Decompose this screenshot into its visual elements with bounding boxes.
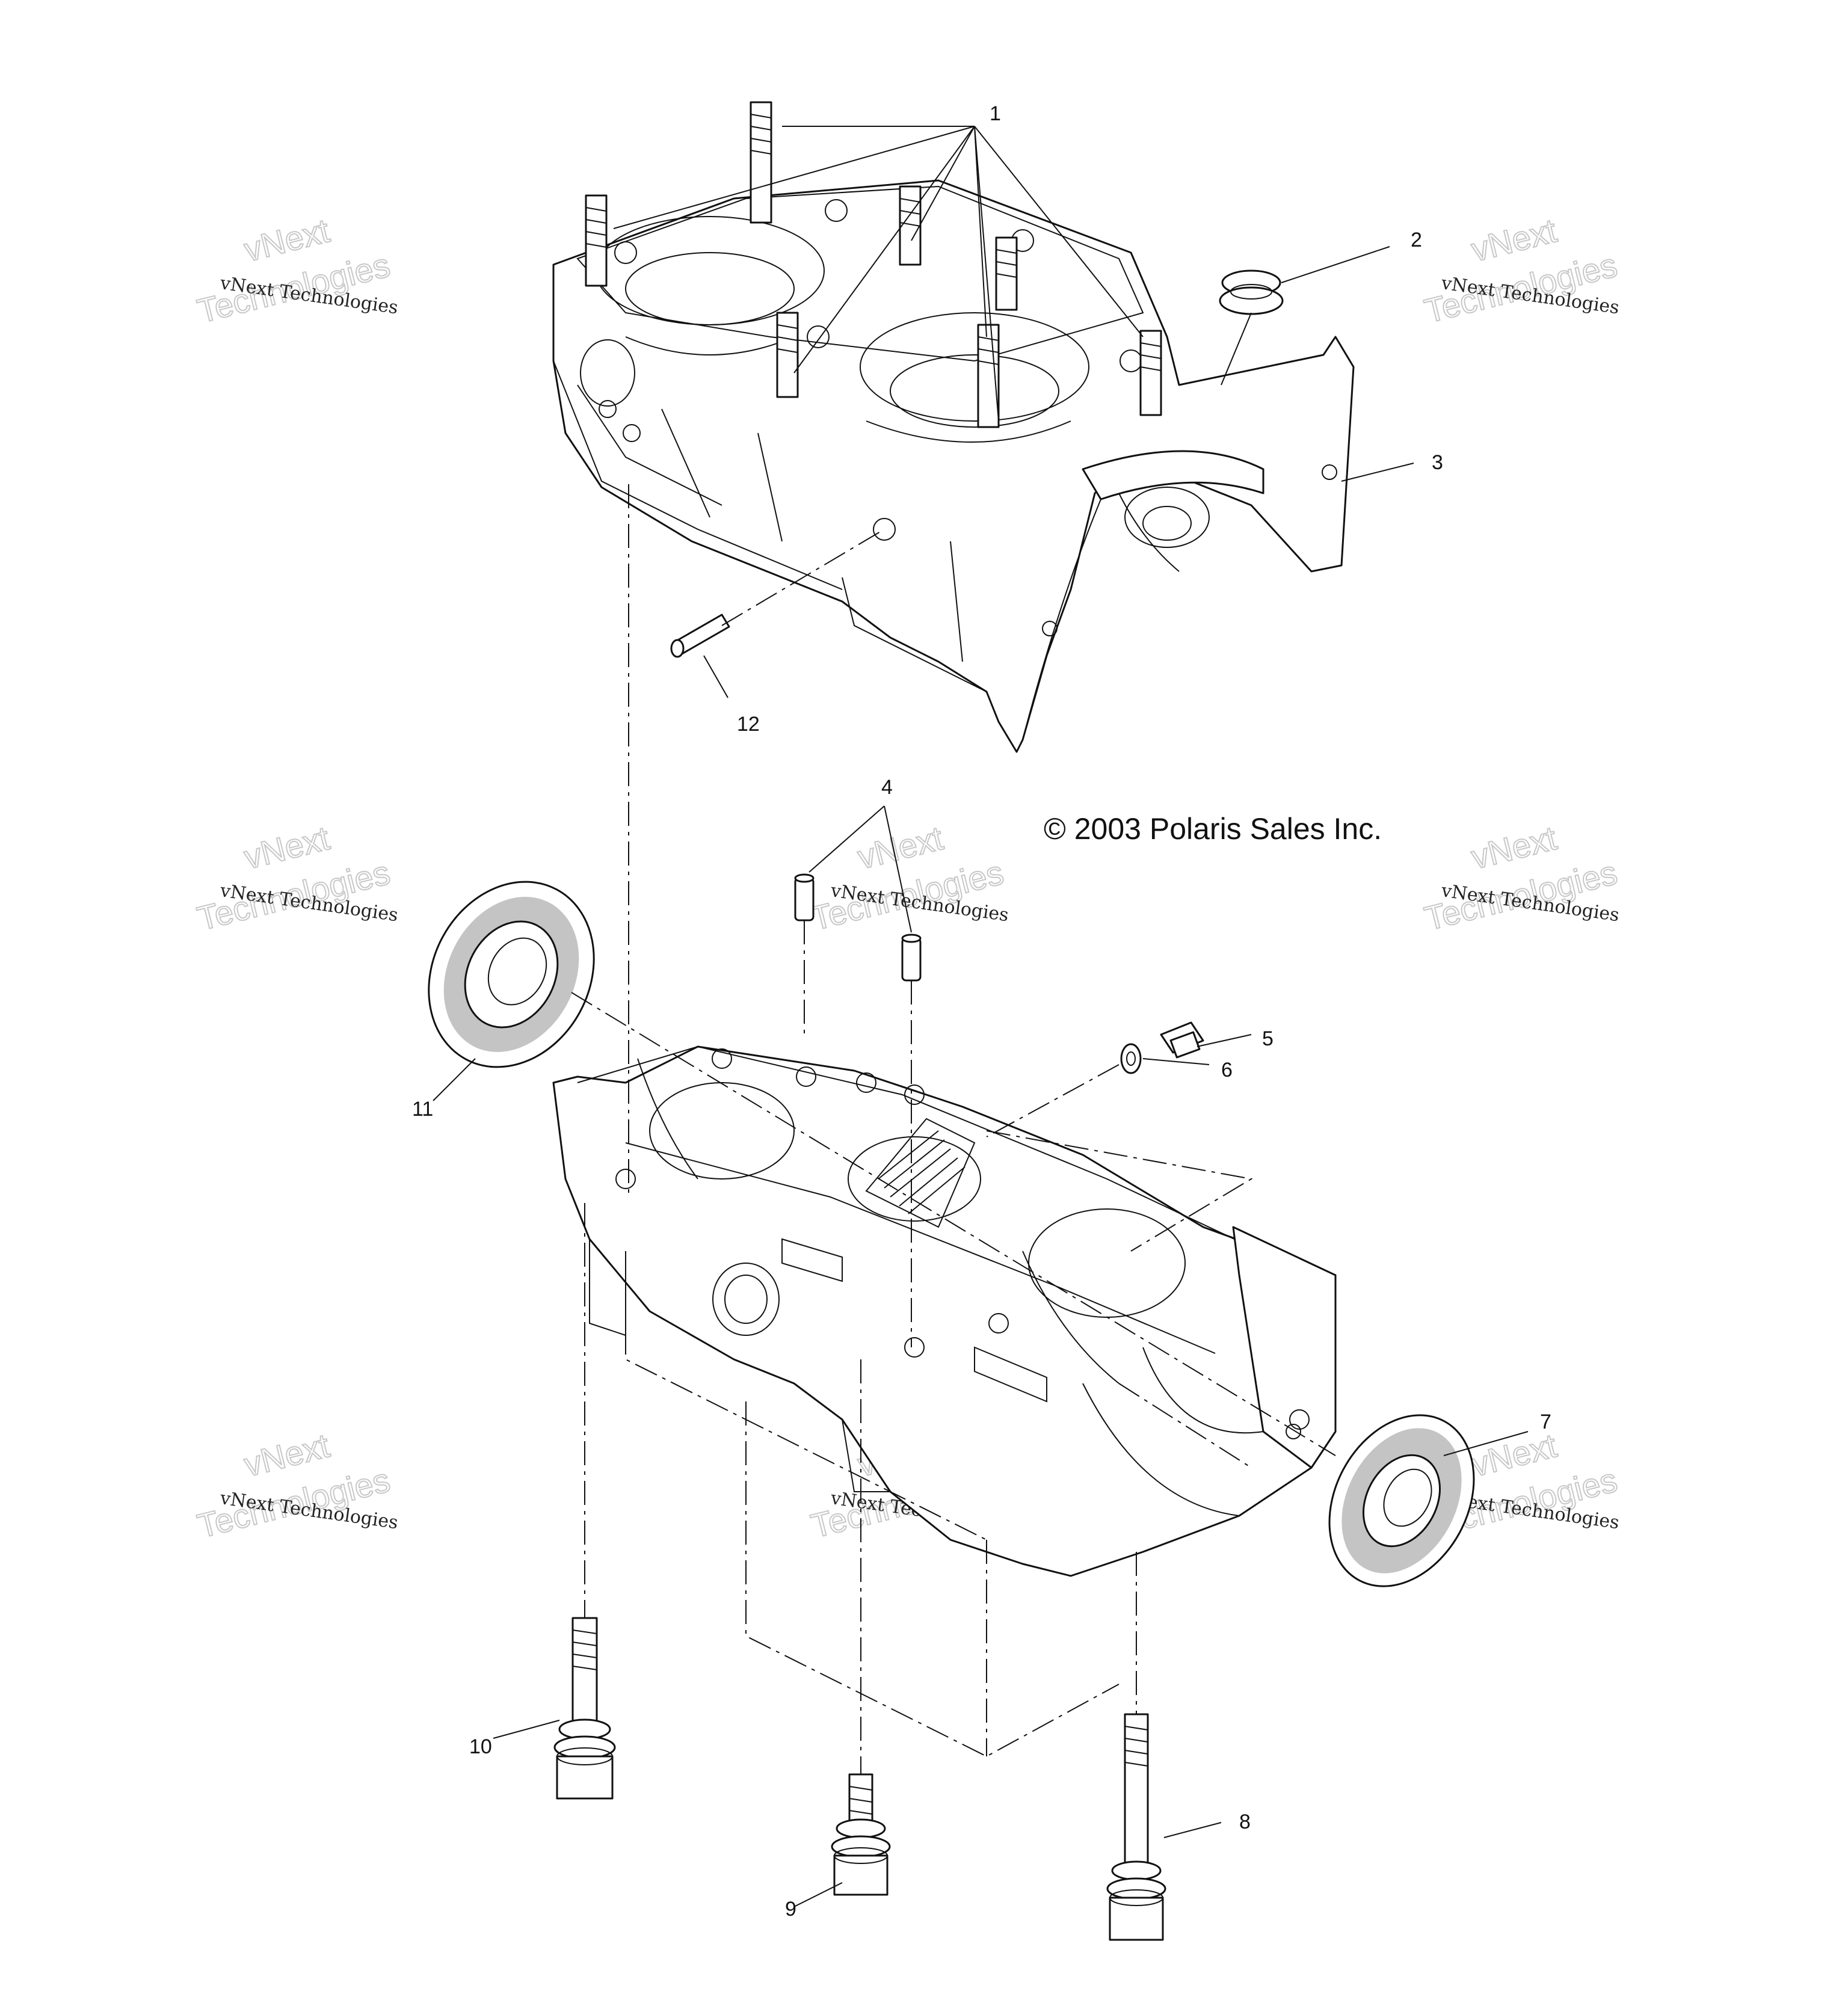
cylinder-stud <box>977 324 1000 428</box>
watermark-big-text: vNext <box>241 1426 334 1484</box>
alignment-lines <box>571 484 1336 1774</box>
callout-12: 12 <box>737 713 760 736</box>
cylinder-stud <box>899 185 922 266</box>
cylinder-stud <box>750 101 772 224</box>
oil-seal <box>1328 1414 1475 1587</box>
watermark-big-text: vNext <box>1468 211 1561 269</box>
callout-11: 11 <box>412 1098 433 1121</box>
cylinder-stud <box>585 194 608 287</box>
callout-5: 5 <box>1262 1027 1274 1050</box>
callout-4: 4 <box>881 776 893 799</box>
watermark-big-text: vNext <box>241 211 334 269</box>
callout-2: 2 <box>1411 229 1422 251</box>
crankcase-bolt <box>553 1617 616 1800</box>
watermark-big-text: vNext <box>1468 819 1561 876</box>
plug-grommet <box>1219 269 1284 315</box>
callout-10: 10 <box>469 1735 492 1758</box>
oil-seal <box>428 881 595 1068</box>
callout-1: 1 <box>990 102 1001 125</box>
cylinder-stud <box>1139 330 1162 416</box>
sealing-washer <box>1120 1043 1142 1074</box>
dowel-pin <box>901 934 922 982</box>
dowel-pin <box>670 614 730 658</box>
watermark-big-text: vNext <box>1468 1426 1561 1484</box>
watermark-big-text: vNext <box>241 819 334 876</box>
upper-crankcase <box>552 101 1355 753</box>
crankcase-bolt <box>1106 1713 1166 1941</box>
callout-8: 8 <box>1239 1810 1251 1833</box>
dowel-pin <box>794 873 815 921</box>
watermark-big-text: vNext <box>854 819 947 876</box>
callout-7: 7 <box>1540 1411 1551 1433</box>
cylinder-stud <box>995 236 1018 311</box>
cylinder-stud <box>776 312 799 398</box>
drain-screw <box>1160 1021 1204 1059</box>
copyright-notice: © 2003 Polaris Sales Inc. <box>1044 812 1382 846</box>
callout-labels: 1 2 3 4 5 6 7 8 9 10 11 12 <box>412 102 1551 1921</box>
leader-lines <box>433 126 1529 1907</box>
callout-3: 3 <box>1432 451 1443 474</box>
crankcase-bolt <box>831 1773 891 1896</box>
callout-9: 9 <box>785 1898 796 1921</box>
lower-crankcase <box>552 1045 1337 1577</box>
callout-6: 6 <box>1221 1059 1233 1081</box>
